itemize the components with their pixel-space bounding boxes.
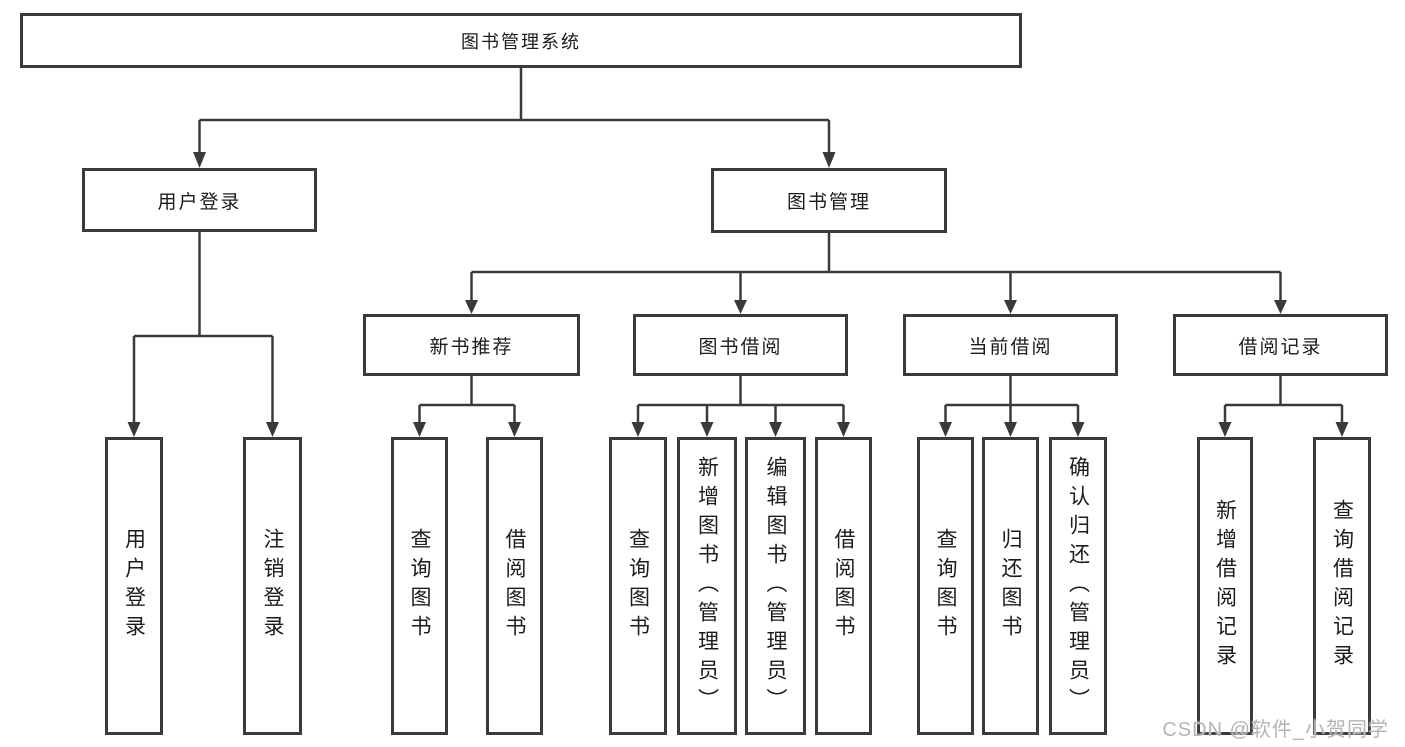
csdn-watermark: CSDN @软件_小贺同学	[1162, 719, 1389, 741]
node-user-login: 用户登录	[82, 168, 317, 232]
node-borrow-records: 借阅记录	[1173, 314, 1388, 376]
leaf-add-book-admin: 新增图书（管理员）	[677, 437, 737, 735]
leaf-label: 查询图书	[626, 528, 650, 644]
leaf-label: 编辑图书（管理员）	[764, 455, 788, 717]
leaf-user-login: 用户登录	[105, 437, 163, 735]
leaf-query-books-recommend: 查询图书	[391, 437, 448, 735]
leaf-confirm-return-admin: 确认归还（管理员）	[1049, 437, 1107, 735]
leaf-label: 归还图书	[999, 528, 1023, 644]
leaf-query-borrow-record: 查询借阅记录	[1313, 437, 1371, 735]
leaf-borrow-books-recommend: 借阅图书	[486, 437, 543, 735]
leaf-return-book: 归还图书	[982, 437, 1039, 735]
leaf-logout: 注销登录	[243, 437, 302, 735]
node-current-borrow: 当前借阅	[903, 314, 1118, 376]
node-new-book-recommend: 新书推荐	[363, 314, 580, 376]
leaf-add-borrow-record: 新增借阅记录	[1197, 437, 1253, 735]
leaf-edit-book-admin: 编辑图书（管理员）	[745, 437, 806, 735]
leaf-label: 查询借阅记录	[1330, 499, 1354, 673]
leaf-label: 确认归还（管理员）	[1066, 455, 1090, 717]
arrowheads	[127, 152, 1349, 437]
leaf-label: 借阅图书	[503, 528, 527, 644]
leaf-label: 用户登录	[122, 528, 146, 644]
leaf-label: 注销登录	[261, 528, 285, 644]
node-root: 图书管理系统	[20, 13, 1022, 68]
leaf-borrow-books: 借阅图书	[815, 437, 872, 735]
node-book-management: 图书管理	[711, 168, 947, 233]
leaf-label: 查询图书	[934, 528, 958, 644]
leaf-label: 查询图书	[408, 528, 432, 644]
node-book-borrow: 图书借阅	[633, 314, 848, 376]
leaf-label: 借阅图书	[832, 528, 856, 644]
leaf-label: 新增图书（管理员）	[695, 455, 719, 717]
leaf-query-books-current: 查询图书	[917, 437, 974, 735]
leaf-query-books-borrow: 查询图书	[609, 437, 667, 735]
leaf-label: 新增借阅记录	[1213, 499, 1237, 673]
